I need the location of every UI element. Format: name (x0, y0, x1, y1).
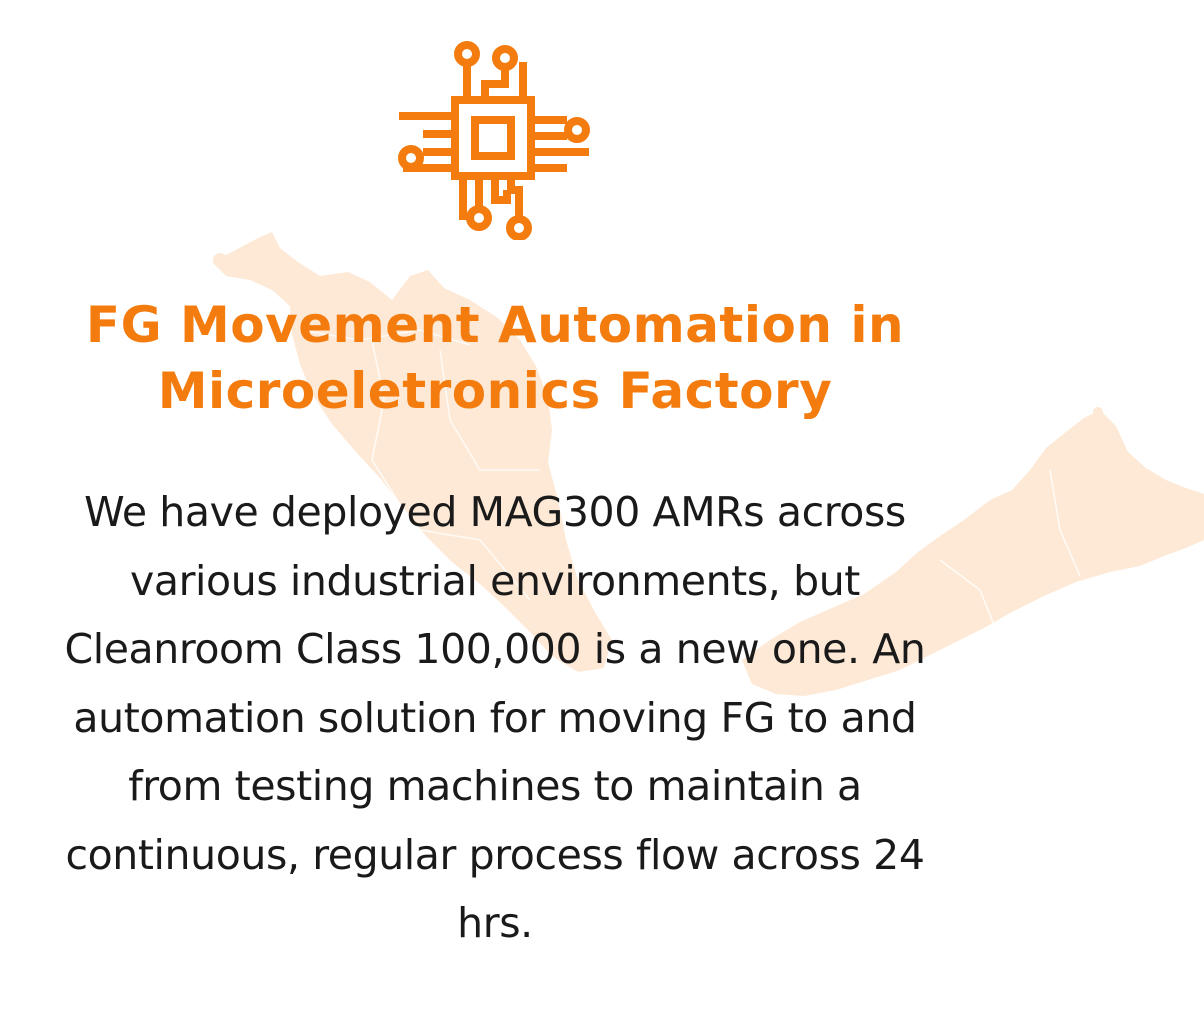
card-title: FG Movement Automation in Microeletronic… (85, 296, 905, 420)
card-description: We have deployed MAG300 AMRs across vari… (64, 488, 926, 947)
circuit-chip-icon (398, 41, 590, 240)
